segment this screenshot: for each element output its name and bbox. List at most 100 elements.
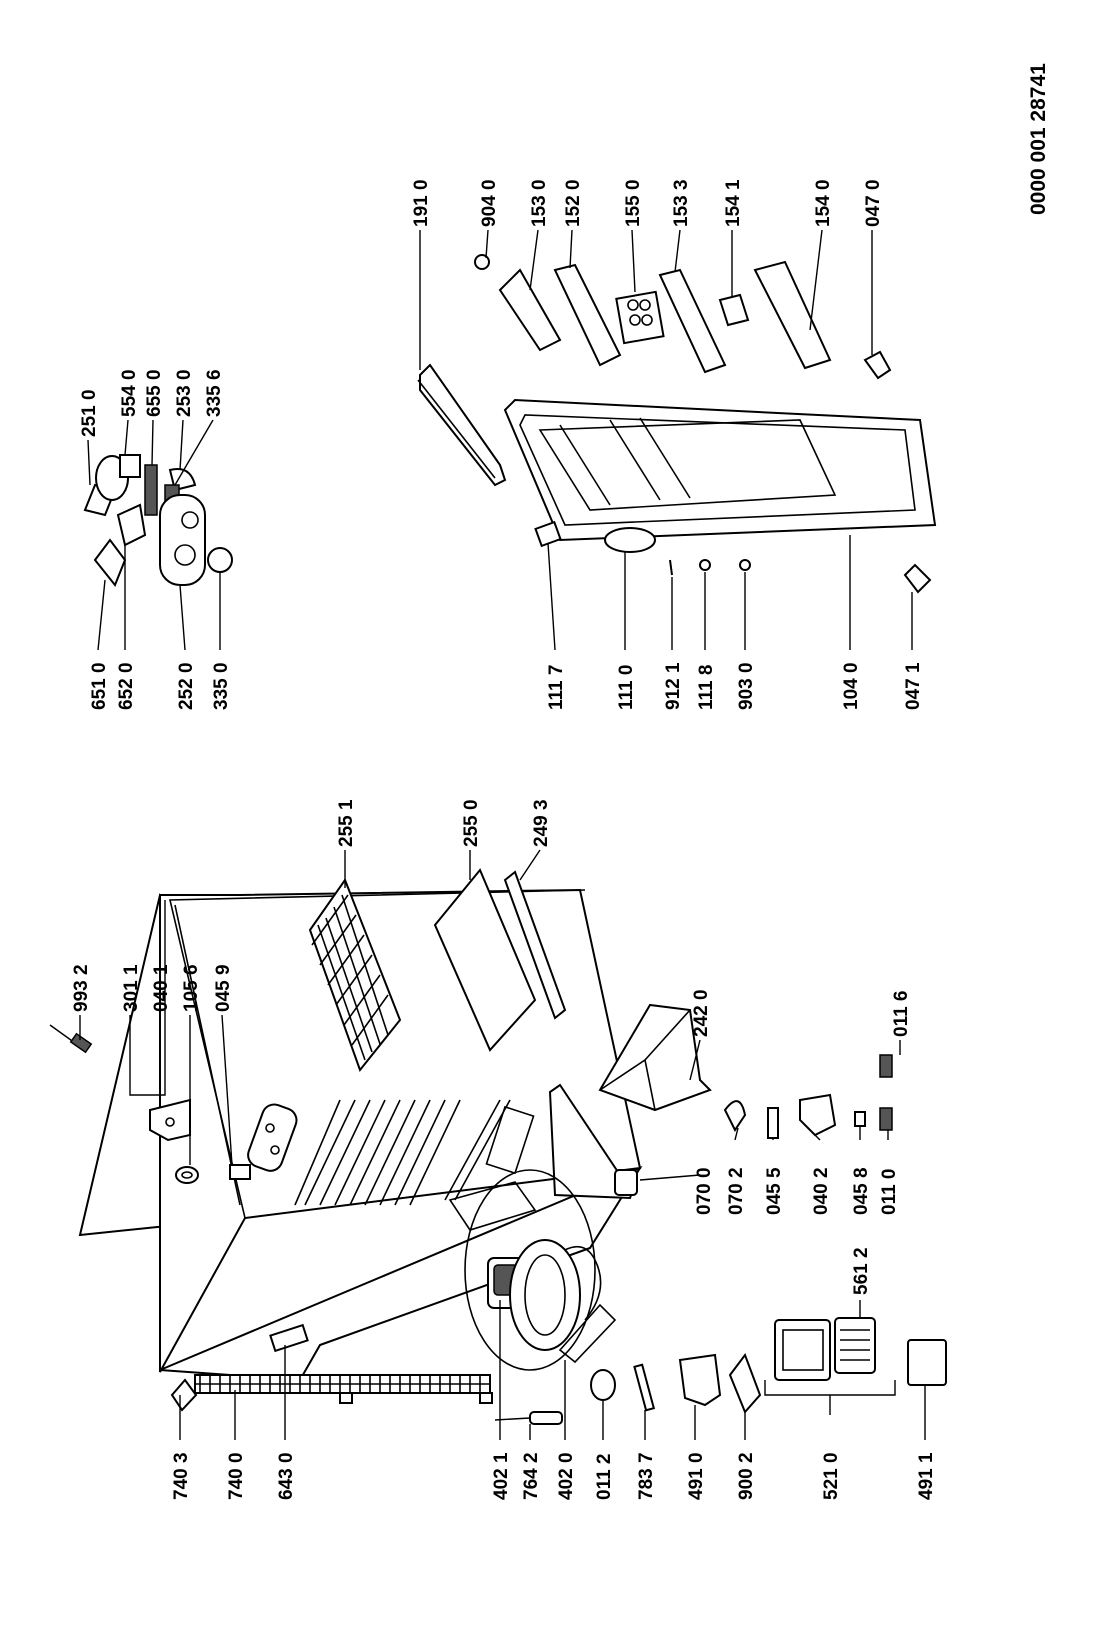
label-521-0: 521 0 (821, 1452, 842, 1500)
wall-thermostat-housing (247, 1103, 298, 1172)
label-047-1: 047 1 (903, 662, 924, 710)
lamp-switch (116, 503, 147, 547)
door-liner (538, 419, 837, 511)
door-bottle-shelf-3 (753, 260, 832, 370)
door-panel (503, 398, 937, 542)
label-651-0: 651 0 (89, 662, 110, 710)
base-bracket (614, 1169, 638, 1196)
label-040-2: 040 2 (811, 1167, 832, 1215)
label-111-8: 111 8 (696, 665, 717, 710)
condenser-clip-2 (479, 1392, 493, 1404)
label-154-0: 154 0 (813, 179, 834, 227)
lamp-bulb (93, 538, 127, 587)
label-045-5: 045 5 (764, 1167, 785, 1215)
label-764-2: 764 2 (521, 1452, 542, 1500)
label-011-6: 011 6 (891, 991, 912, 1038)
label-783-7: 783 7 (636, 1452, 657, 1500)
door-liner-ribs (559, 417, 691, 506)
label-111-7: 111 7 (546, 665, 567, 710)
label-047-0: 047 0 (863, 179, 884, 227)
label-242-0: 242 0 (691, 989, 712, 1037)
label-155-0: 155 0 (623, 179, 644, 227)
label-402-1: 402 1 (491, 1452, 512, 1500)
label-152-0: 152 0 (563, 179, 584, 227)
cabinet-inner-edge (174, 904, 241, 1206)
label-652-0: 652 0 (116, 662, 137, 710)
label-740-0: 740 0 (226, 1452, 247, 1500)
label-011-2: 011 2 (594, 1454, 615, 1501)
door-plug (699, 559, 711, 571)
thermostat-probe (49, 1024, 76, 1044)
thermostat-knob (207, 547, 233, 573)
fan-filter-unit (774, 1319, 831, 1381)
label-011-0: 011 0 (879, 1169, 900, 1216)
filter-drier (529, 1411, 563, 1425)
part-labels: 740 3 740 0 643 0 402 1 764 2 402 0 011 … (71, 179, 937, 1500)
filter-cover (907, 1339, 947, 1386)
label-111-0: 111 0 (616, 665, 637, 710)
inner-label-plate (485, 1105, 535, 1175)
washer (175, 1166, 199, 1184)
glass-shelf (433, 868, 537, 1052)
label-335-6: 335 6 (204, 369, 225, 417)
bottom-hinge (799, 1093, 837, 1137)
adjustable-foot-2 (879, 1054, 893, 1078)
cabinet-group (49, 868, 947, 1425)
label-105-6: 105 6 (181, 964, 202, 1012)
door-screw (669, 559, 673, 576)
thermostat-knob-base (119, 454, 141, 478)
lamp-thermostat-group (83, 454, 233, 587)
label-335-0: 335 0 (211, 662, 232, 710)
label-191-0: 191 0 (411, 179, 432, 227)
label-070-0: 070 0 (694, 1167, 715, 1215)
label-900-2: 900 2 (736, 1452, 757, 1500)
terminal-cover (678, 1353, 722, 1407)
wire-shelf (308, 877, 402, 1073)
label-904-0: 904 0 (479, 179, 500, 227)
compressor-tubing (564, 1245, 602, 1321)
label-153-3: 153 3 (671, 179, 692, 227)
label-491-1: 491 1 (916, 1452, 937, 1500)
label-643-0: 643 0 (276, 1452, 297, 1500)
rating-label-plate (269, 1323, 309, 1353)
bottle-retainer (718, 293, 750, 327)
label-554-0: 554 0 (119, 369, 140, 417)
glass-shelf-trim (503, 870, 567, 1020)
door-plug-2 (739, 559, 751, 571)
door-bottle-shelf-2 (658, 268, 727, 374)
thermostat-housing (159, 494, 206, 586)
screw-head (854, 1111, 866, 1127)
fan-filter-frame (834, 1317, 876, 1374)
condenser-fins (199, 1375, 481, 1393)
label-912-1: 912 1 (663, 662, 684, 710)
shelf-rails (294, 1099, 511, 1206)
label-740-3: 740 3 (171, 1452, 192, 1500)
compressor (509, 1239, 581, 1351)
label-402-0: 402 0 (556, 1452, 577, 1500)
condenser-end-cap (170, 1378, 198, 1412)
door-hinge-cover (903, 563, 932, 594)
label-104-0: 104 0 (841, 662, 862, 710)
label-255-1: 255 1 (336, 799, 357, 847)
compressor-zoom-circle (464, 1169, 596, 1371)
leader-lines (79, 229, 926, 1440)
thermostat-spindle (144, 464, 158, 516)
door-handle (604, 527, 656, 553)
document-number: 0000 001 28741 (1027, 63, 1050, 215)
door-plug-top (474, 254, 490, 270)
condenser-clip-1 (339, 1392, 353, 1404)
label-252-0: 252 0 (176, 662, 197, 710)
cover-cap (723, 1100, 747, 1132)
label-045-9: 045 9 (213, 964, 234, 1012)
door-gasket (519, 414, 916, 526)
hinge-pin (229, 1164, 251, 1180)
label-255-0: 255 0 (461, 799, 482, 847)
label-655-0: 655 0 (144, 369, 165, 417)
label-154-1: 154 1 (723, 179, 744, 227)
door-pin (767, 1107, 779, 1139)
label-491-0: 491 0 (686, 1452, 707, 1500)
drain-plug (590, 1369, 616, 1401)
bracket-521-0 (764, 1380, 896, 1396)
label-070-2: 070 2 (726, 1167, 747, 1215)
